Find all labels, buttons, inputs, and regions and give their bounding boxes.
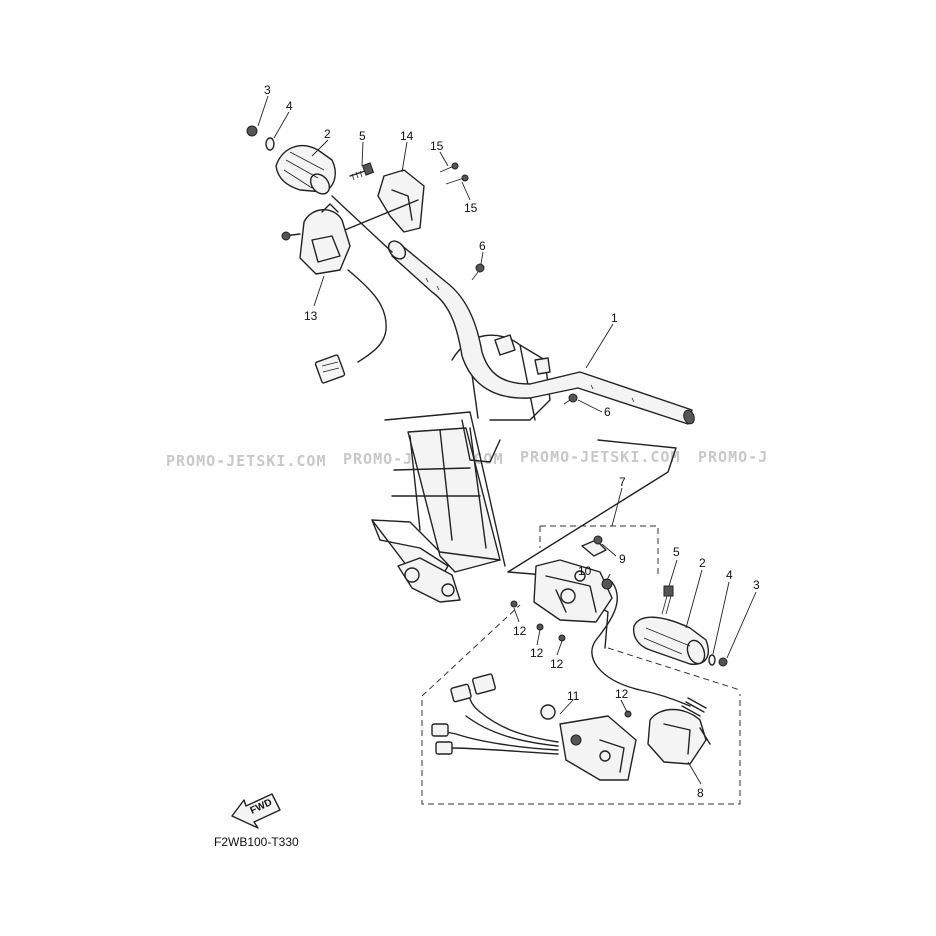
callout-11: 11 [567,689,580,703]
callout-14: 14 [400,129,414,143]
callout-13: 13 [304,309,318,323]
screw-upper [471,263,485,281]
callout-1: 1 [611,311,618,325]
watermark-text: PROMO-J [698,448,768,466]
callout-12: 12 [530,646,544,660]
left-grip [246,125,393,253]
handlebar [387,240,695,425]
callout-3: 3 [753,578,760,592]
callout-4: 4 [726,568,733,582]
fwd-arrow-icon: FWD [231,793,281,829]
callout-6: 6 [479,239,486,253]
callout-12: 12 [615,687,629,701]
left-switch [281,203,387,384]
callout-15: 15 [464,201,478,215]
callout-12: 12 [550,657,564,671]
callout-5: 5 [359,129,366,143]
watermark-text: PROMO-JETSKI.COM [166,452,327,470]
callout-6: 6 [604,405,611,419]
callout-10: 10 [578,564,592,578]
callout-5: 5 [673,545,680,559]
diagram-code: F2WB100-T330 [214,835,299,849]
steering-column [371,334,551,603]
callout-2: 2 [324,127,331,141]
callout-7: 7 [619,475,626,489]
watermark-text: PROMO-JETSKI.COM [520,448,681,466]
callout-3: 3 [264,83,271,97]
callout-15: 15 [430,139,444,153]
callout-2: 2 [699,556,706,570]
callout-4: 4 [286,99,293,113]
right-switch-assembly [421,439,741,805]
callout-9: 9 [619,552,626,566]
callout-12: 12 [513,624,527,638]
throttle-bracket [339,162,469,233]
callouts: 3 4 2 5 14 15 15 6 13 1 6 7 9 10 5 2 4 3… [264,83,760,800]
screw-lower [563,393,578,405]
callout-8: 8 [697,786,704,800]
leader-lines [257,95,757,785]
